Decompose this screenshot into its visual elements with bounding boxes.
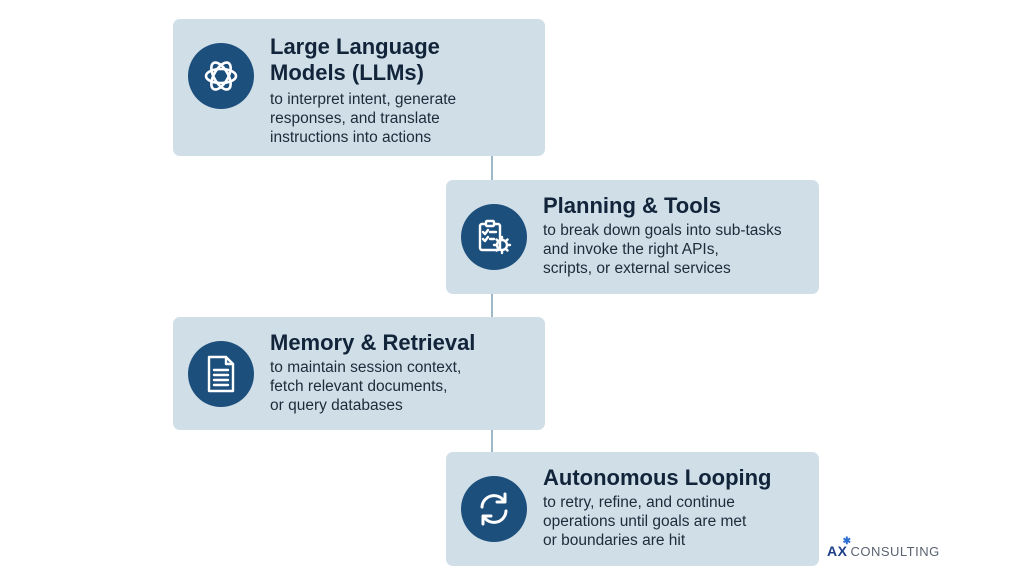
neural-knot-icon [188,43,254,109]
connector-line-3 [491,430,493,452]
card-title: Memory & Retrieval [270,330,476,355]
card-llms: Large Language Models (LLMs) to interpre… [173,19,545,156]
card-title: Autonomous Looping [543,465,772,490]
refresh-icon [461,476,527,542]
card-memory-retrieval: Memory & Retrieval to maintain session c… [173,317,545,430]
brand-suffix: CONSULTING [850,544,940,559]
clipboard-gear-icon [461,204,527,270]
card-planning-tools: Planning & Tools to break down goals int… [446,180,819,294]
brand-prefix: AX✱ [827,536,852,559]
card-title: Large Language Models (LLMs) [270,34,440,85]
document-icon [188,341,254,407]
card-description: to break down goals into sub-tasks and i… [543,222,782,277]
brand-logo: AX✱CONSULTING [827,536,940,559]
card-autonomous-looping: Autonomous Looping to retry, refine, and… [446,452,819,566]
card-description: to interpret intent, generate responses,… [270,91,457,146]
connector-line-1 [491,156,493,180]
card-description: to retry, refine, and continue operation… [543,494,747,549]
card-description: to maintain session context, fetch relev… [270,359,462,414]
connector-line-2 [491,294,493,317]
asterisk-icon: ✱ [842,536,852,547]
card-title: Planning & Tools [543,193,722,218]
